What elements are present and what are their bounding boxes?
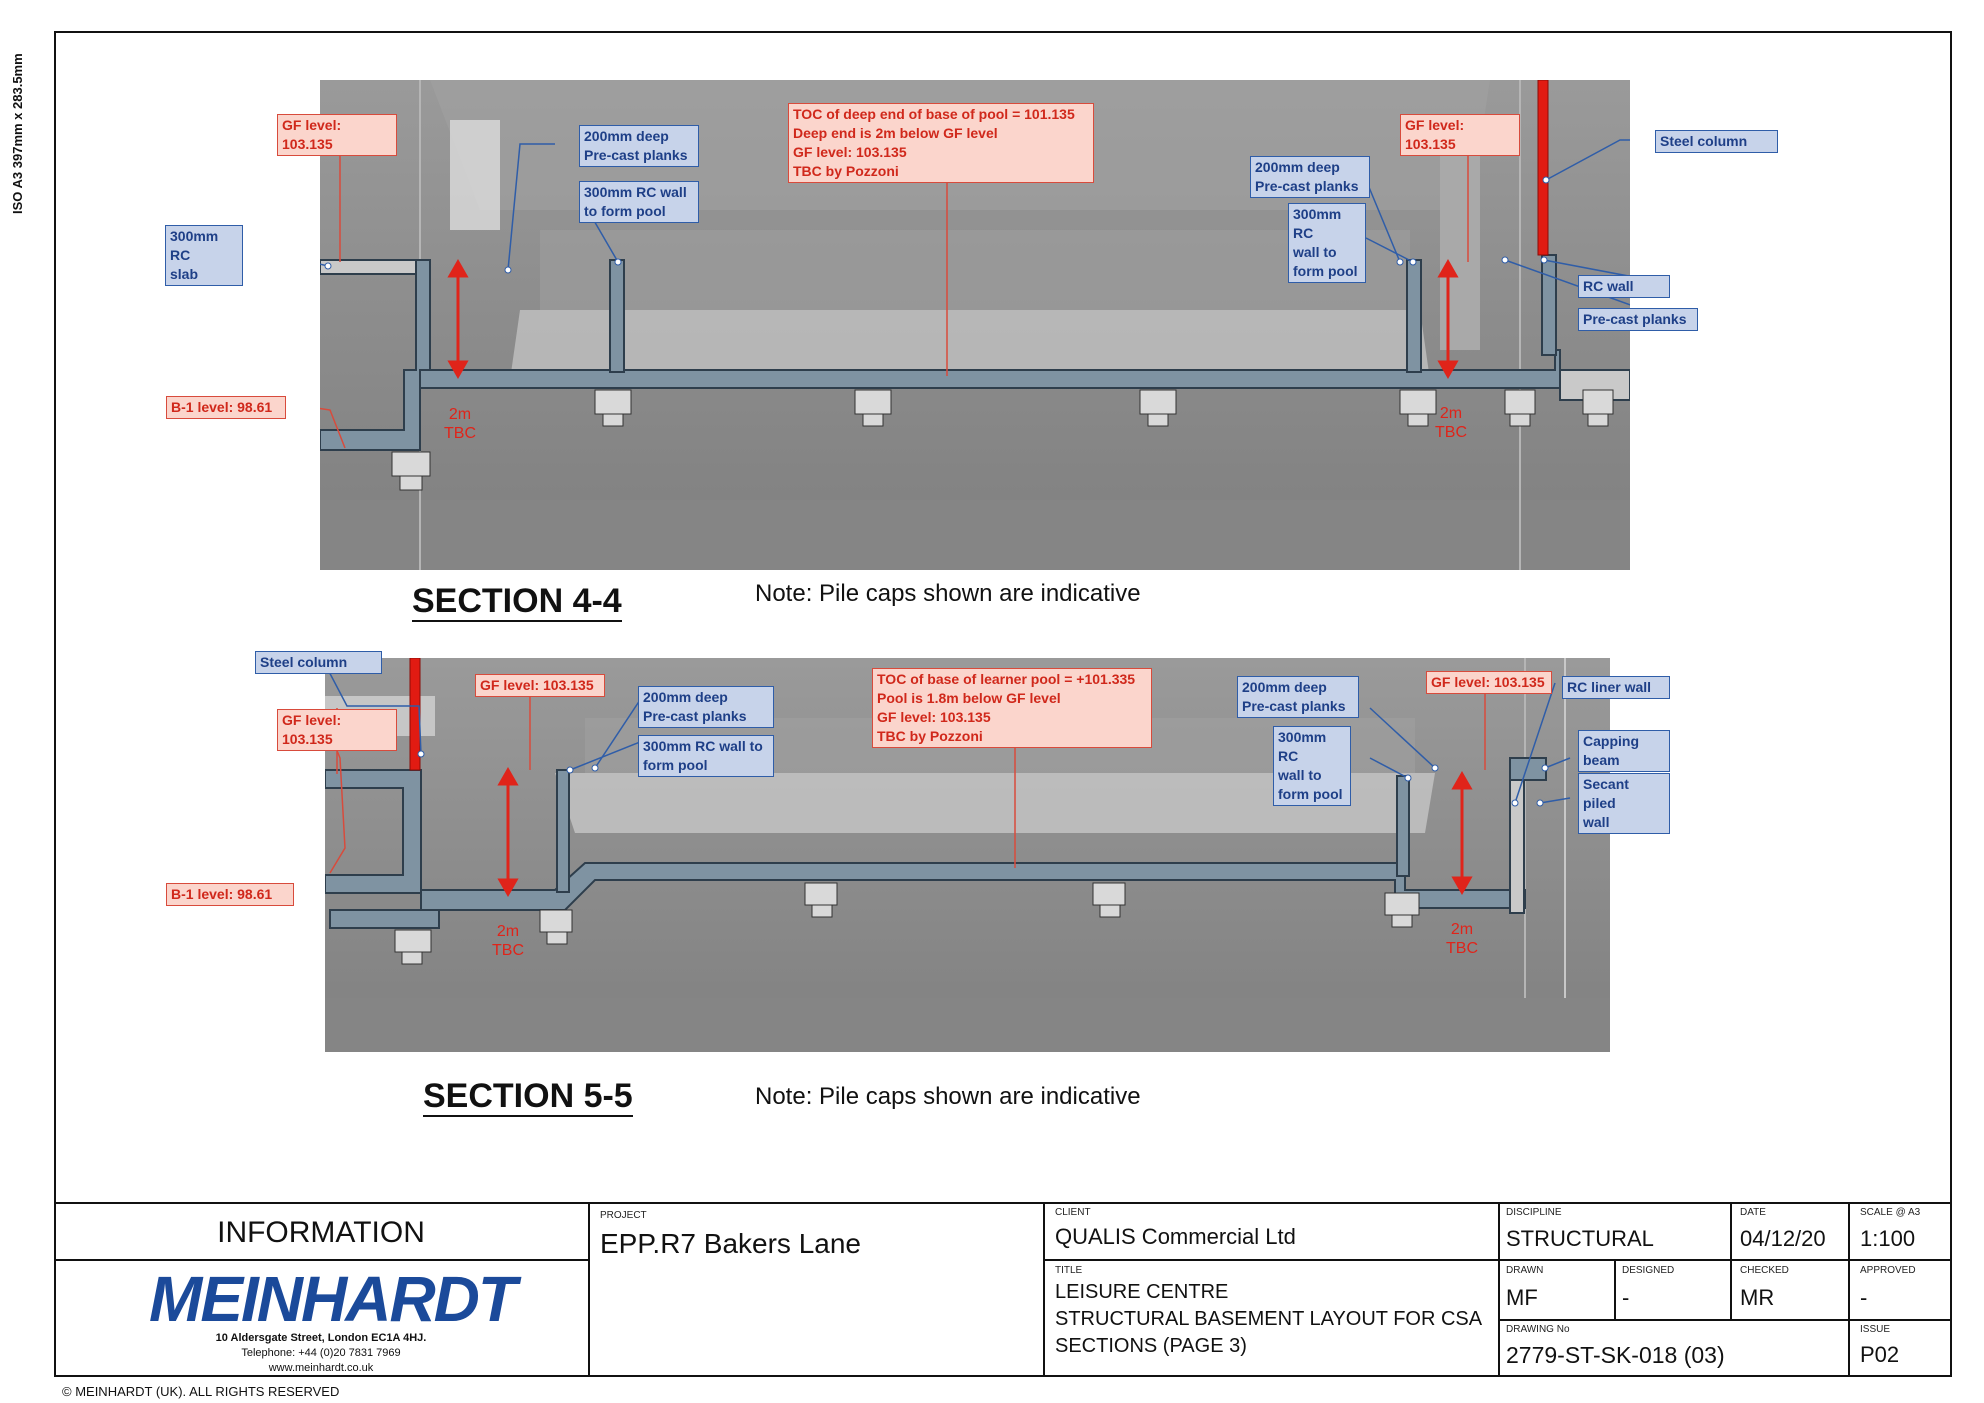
precast-planks-tag: Pre-cast planks <box>1578 308 1698 331</box>
gf-level-label-5-5-right: GF level: 103.135 <box>1426 671 1552 694</box>
title-cell: TITLE LEISURE CENTRE STRUCTURAL BASEMENT… <box>1043 1261 1498 1377</box>
dimension-2m-left: 2m TBC <box>444 406 476 442</box>
office-address: 10 Aldersgate Street, London EC1A 4HJ. <box>215 1332 427 1344</box>
rc-wall-label-right: 300mm RC wall to form pool <box>1288 203 1366 283</box>
designed-caption: DESIGNED <box>1622 1265 1675 1276</box>
approved-caption: APPROVED <box>1860 1265 1916 1276</box>
precast-planks-label: 200mm deep Pre-cast planks <box>579 125 699 167</box>
company-website: www.meinhardt.co.uk <box>268 1362 374 1374</box>
b1-level-label-5-5: B-1 level: 98.61 <box>166 883 294 906</box>
rc-wall-tag: RC wall <box>1578 275 1670 298</box>
steel-column-label-5-5: Steel column <box>255 651 382 674</box>
gf-level-label-right: GF level: 103.135 <box>1400 114 1520 156</box>
b1-level-label: B-1 level: 98.61 <box>166 396 286 419</box>
drawing-number-cell: DRAWING No 2779-ST-SK-018 (03) <box>1498 1321 1848 1377</box>
drawn-value: MF <box>1506 1285 1538 1310</box>
steel-column-4-4 <box>1537 80 1549 256</box>
client-cell: CLIENT QUALIS Commercial Ltd <box>1043 1204 1498 1261</box>
designed-cell: DESIGNED - <box>1614 1261 1730 1321</box>
rc-wall-label: 300mm RC wall to form pool <box>579 181 699 223</box>
rc-liner-wall-label: RC liner wall <box>1562 676 1670 699</box>
drawn-caption: DRAWN <box>1506 1265 1544 1276</box>
copyright-notice: © MEINHARDT (UK). ALL RIGHTS RESERVED <box>62 1384 340 1399</box>
precast-planks-label-5-5-right: 200mm deep Pre-cast planks <box>1237 676 1359 718</box>
rc-wall-label-5-5-right: 300mm RC wall to form pool <box>1273 726 1351 806</box>
drawing-number: 2779-ST-SK-018 (03) <box>1506 1342 1725 1368</box>
discipline-cell: DISCIPLINE STRUCTURAL <box>1498 1204 1730 1261</box>
discipline-caption: DISCIPLINE <box>1506 1207 1562 1218</box>
issue-cell: ISSUE P02 <box>1848 1321 1950 1377</box>
project-caption: PROJECT <box>600 1210 647 1221</box>
gf-level-label-outer: GF level: 103.135 <box>277 709 397 751</box>
date-cell: DATE 04/12/20 <box>1730 1204 1848 1261</box>
rc-slab-label: 300mm RC slab <box>165 225 243 286</box>
dimension-2m-right-5-5: 2m TBC <box>1446 921 1478 957</box>
toc-learner-pool-label: TOC of base of learner pool = +101.335 P… <box>872 668 1152 748</box>
toc-deep-end-label: TOC of deep end of base of pool = 101.13… <box>788 103 1094 183</box>
drawn-cell: DRAWN MF <box>1498 1261 1614 1321</box>
meinhardt-logo: MEINHARDT <box>149 1263 517 1335</box>
gf-level-label: GF level: 103.135 <box>277 114 397 156</box>
company-logo-block: MEINHARDT 10 Aldersgate Street, London E… <box>54 1261 588 1377</box>
information-cell: INFORMATION <box>54 1204 588 1261</box>
office-telephone: Telephone: +44 (0)20 7831 7969 <box>241 1347 401 1359</box>
checked-value: MR <box>1740 1285 1775 1310</box>
date-caption: DATE <box>1740 1207 1766 1218</box>
designed-value: - <box>1622 1285 1630 1310</box>
date-value: 04/12/20 <box>1740 1226 1826 1251</box>
capping-beam-label: Capping beam <box>1578 730 1670 772</box>
drawing-title: LEISURE CENTRE STRUCTURAL BASEMENT LAYOU… <box>1055 1281 1483 1357</box>
issue-caption: ISSUE <box>1860 1324 1891 1335</box>
project-name: EPP.R7 Bakers Lane <box>600 1228 861 1259</box>
issue-value: P02 <box>1860 1342 1900 1367</box>
precast-planks-label-5-5: 200mm deep Pre-cast planks <box>638 686 774 728</box>
scale-cell: SCALE @ A3 1:100 <box>1848 1204 1950 1261</box>
section-5-5-title: SECTION 5-5 <box>423 1077 633 1117</box>
client-caption: CLIENT <box>1055 1207 1091 1218</box>
pile-caps-note-5-5: Note: Pile caps shown are indicative <box>755 1083 1141 1110</box>
gf-level-label-5-5: GF level: 103.135 <box>475 674 605 697</box>
approved-cell: APPROVED - <box>1848 1261 1950 1321</box>
sheet-size-note: ISO A3 397mm x 283.5mm <box>10 53 25 214</box>
dimension-2m-left-5-5: 2m TBC <box>492 923 524 959</box>
secant-piled-wall-label: Secant piled wall <box>1578 773 1670 834</box>
drawing-number-caption: DRAWING No <box>1506 1324 1570 1335</box>
section-4-4-title: SECTION 4-4 <box>412 582 622 622</box>
information-heading: INFORMATION <box>217 1216 425 1249</box>
title-block: INFORMATION MEINHARDT 10 Aldersgate Stre… <box>54 1202 1952 1377</box>
steel-column-label: Steel column <box>1655 130 1778 153</box>
approved-value: - <box>1860 1285 1868 1310</box>
pile-caps-note: Note: Pile caps shown are indicative <box>755 580 1141 607</box>
dimension-2m-right: 2m TBC <box>1435 405 1467 441</box>
precast-planks-label-right: 200mm deep Pre-cast planks <box>1250 156 1370 198</box>
title-caption: TITLE <box>1055 1265 1083 1276</box>
scale-value: 1:100 <box>1860 1226 1916 1251</box>
checked-caption: CHECKED <box>1740 1265 1789 1276</box>
discipline-value: STRUCTURAL <box>1506 1226 1654 1251</box>
client-name: QUALIS Commercial Ltd <box>1055 1224 1296 1249</box>
drawing-frame <box>54 31 1952 1377</box>
scale-caption: SCALE @ A3 <box>1860 1207 1921 1218</box>
rc-wall-label-5-5: 300mm RC wall to form pool <box>638 735 774 777</box>
checked-cell: CHECKED MR <box>1730 1261 1848 1321</box>
project-cell: PROJECT EPP.R7 Bakers Lane <box>588 1204 1043 1377</box>
